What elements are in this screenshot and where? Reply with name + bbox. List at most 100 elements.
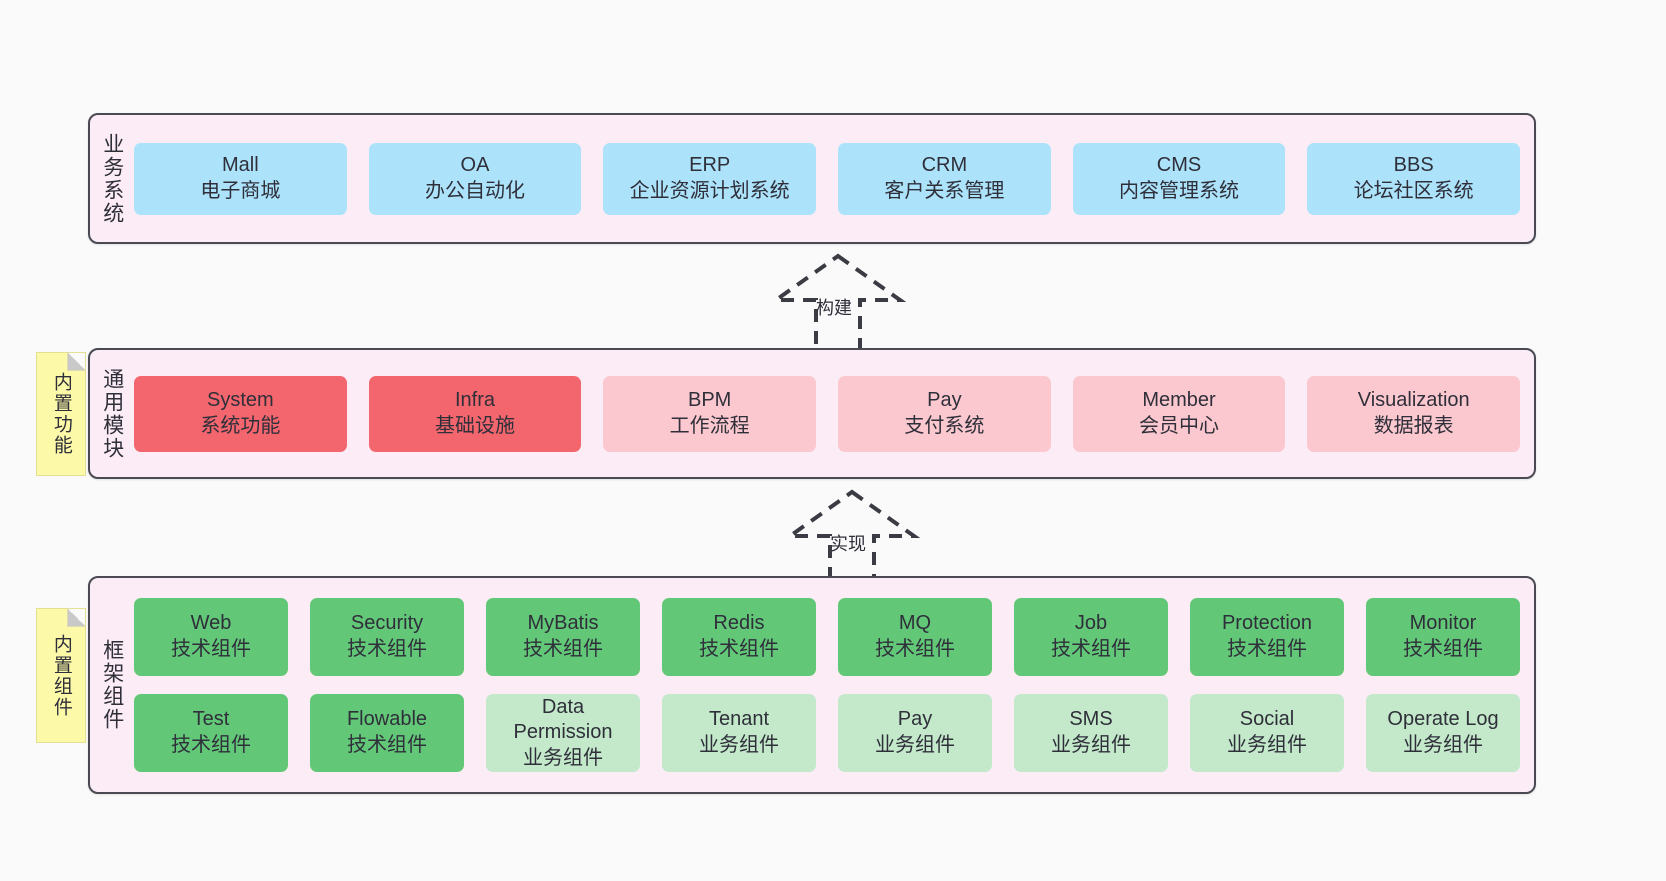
card-test[interactable]: Test 技术组件 [134,694,288,772]
card-mall[interactable]: Mall 电子商城 [134,142,347,215]
card-erp[interactable]: ERP 企业资源计划系统 [603,142,817,215]
arrow-build: 构建 [748,252,928,354]
layer-framework-components: 框架组件 Web 技术组件 Security 技术组件 MyBatis 技术组件… [88,576,1536,794]
card-row: Mall 电子商城 OA 办公自动化 ERP 企业资源计划系统 CRM 客户关系… [134,142,1521,215]
card-title: Pay [927,388,962,411]
card-title: Security [350,612,424,635]
card-row-business: Test 技术组件 Flowable 技术组件 Data Permission … [134,694,1520,772]
card-title: CRM [921,153,968,176]
card-title: MQ [898,612,932,635]
note-label: 内置组件 [50,633,72,718]
card-title: MyBatis [527,612,599,635]
card-subtitle: 技术组件 [699,638,779,660]
card-title: Mall [222,153,259,176]
card-bpm[interactable]: BPM 工作流程 [603,375,817,452]
card-subtitle: 技术组件 [347,734,427,756]
card-subtitle: 企业资源计划系统 [629,179,790,202]
card-operate-log[interactable]: Operate Log 业务组件 [1366,694,1520,772]
card-bbs[interactable]: BBS 论坛社区系统 [1307,142,1521,215]
arrow-implement: 实现 [762,488,942,590]
card-title: Operate Log [1387,708,1499,731]
card-security[interactable]: Security 技术组件 [310,598,464,676]
layer-title-framework: 框架组件 [100,639,124,731]
card-title: Tenant [708,708,770,731]
card-subtitle: 基础设施 [435,414,515,437]
card-subtitle: 会员中心 [1139,414,1220,437]
card-mq[interactable]: MQ 技术组件 [838,598,992,676]
card-subtitle: 技术组件 [1051,638,1131,660]
card-title: CMS [1156,153,1202,176]
card-job[interactable]: Job 技术组件 [1014,598,1168,676]
card-title: Monitor [1409,612,1477,635]
layer-body-common: System 系统功能 Infra 基础设施 BPM 工作流程 Pay 支付系统… [134,350,1534,477]
card-title: Member [1142,388,1216,411]
card-subtitle: 技术组件 [171,638,251,660]
card-monitor[interactable]: Monitor 技术组件 [1366,598,1520,676]
arrow-build-label: 构建 [816,298,852,318]
card-redis[interactable]: Redis 技术组件 [662,598,816,676]
card-oa[interactable]: OA 办公自动化 [368,142,582,215]
arrow-implement-shape [783,489,921,590]
card-flowable[interactable]: Flowable 技术组件 [310,694,464,772]
card-title: Job [1074,612,1108,635]
card-title: Social [1239,708,1295,731]
card-pay-component[interactable]: Pay 业务组件 [838,694,992,772]
card-title: ERP [689,153,731,176]
card-visualization[interactable]: Visualization 数据报表 [1307,375,1521,452]
layer-body-business: Mall 电子商城 OA 办公自动化 ERP 企业资源计划系统 CRM 客户关系… [134,115,1534,242]
card-subtitle: 技术组件 [1227,638,1307,660]
card-subtitle: 论坛社区系统 [1353,179,1474,202]
card-subtitle: 业务组件 [1051,734,1131,756]
card-title: Flowable [346,708,428,731]
card-title: Visualization [1357,388,1470,411]
card-subtitle: 业务组件 [1227,734,1307,756]
layer-title-common: 通用模块 [100,367,124,460]
card-row-technical: Web 技术组件 Security 技术组件 MyBatis 技术组件 Redi… [134,598,1520,676]
note-label: 内置功能 [50,372,72,456]
card-social[interactable]: Social 业务组件 [1190,694,1344,772]
card-subtitle: 业务组件 [875,734,955,756]
layer-common-modules: 通用模块 System 系统功能 Infra 基础设施 BPM 工作流程 Pay… [88,348,1536,479]
layer-title-business: 业务系统 [100,132,124,225]
card-title: Test [192,708,230,731]
card-web[interactable]: Web 技术组件 [134,598,288,676]
card-subtitle: 电子商城 [200,179,281,202]
card-subtitle: 业务组件 [1403,734,1483,756]
layer-business-systems: 业务系统 Mall 电子商城 OA 办公自动化 ERP 企业资源计划系统 CRM… [88,113,1536,244]
arrow-implement-label: 实现 [830,534,866,554]
card-pay[interactable]: Pay 支付系统 [838,375,1051,452]
card-subtitle: 业务组件 [699,734,779,756]
card-tenant[interactable]: Tenant 业务组件 [662,694,816,772]
card-system[interactable]: System 系统功能 [134,375,347,452]
card-mybatis[interactable]: MyBatis 技术组件 [486,598,640,676]
card-title: SMS [1069,708,1113,731]
card-member[interactable]: Member 会员中心 [1072,375,1286,452]
card-infra[interactable]: Infra 基础设施 [368,375,582,452]
card-title: Data Permission [513,695,613,744]
card-subtitle: 办公自动化 [425,179,525,202]
card-subtitle: 业务组件 [523,746,603,769]
layer-body-framework: Web 技术组件 Security 技术组件 MyBatis 技术组件 Redi… [134,578,1534,792]
card-subtitle: 技术组件 [347,638,427,660]
card-subtitle: 内容管理系统 [1119,179,1240,202]
card-protection[interactable]: Protection 技术组件 [1190,598,1344,676]
card-subtitle: 技术组件 [1403,638,1483,660]
card-sms[interactable]: SMS 业务组件 [1014,694,1168,772]
card-subtitle: 系统功能 [200,414,281,437]
card-cms[interactable]: CMS 内容管理系统 [1072,142,1286,215]
card-crm[interactable]: CRM 客户关系管理 [838,142,1051,215]
card-subtitle: 技术组件 [875,638,955,660]
card-title: Web [190,612,232,635]
card-title: BPM [688,388,732,411]
card-data-permission[interactable]: Data Permission 业务组件 [486,694,640,772]
arrow-build-shape [769,253,907,354]
card-subtitle: 技术组件 [523,638,603,660]
card-subtitle: 技术组件 [171,734,251,756]
card-subtitle: 工作流程 [669,414,750,437]
card-subtitle: 支付系统 [904,414,985,437]
card-title: Redis [713,612,765,635]
card-title: Protection [1221,612,1313,635]
card-title: System [206,388,274,411]
card-row: System 系统功能 Infra 基础设施 BPM 工作流程 Pay 支付系统… [134,375,1521,452]
card-title: BBS [1393,153,1434,176]
